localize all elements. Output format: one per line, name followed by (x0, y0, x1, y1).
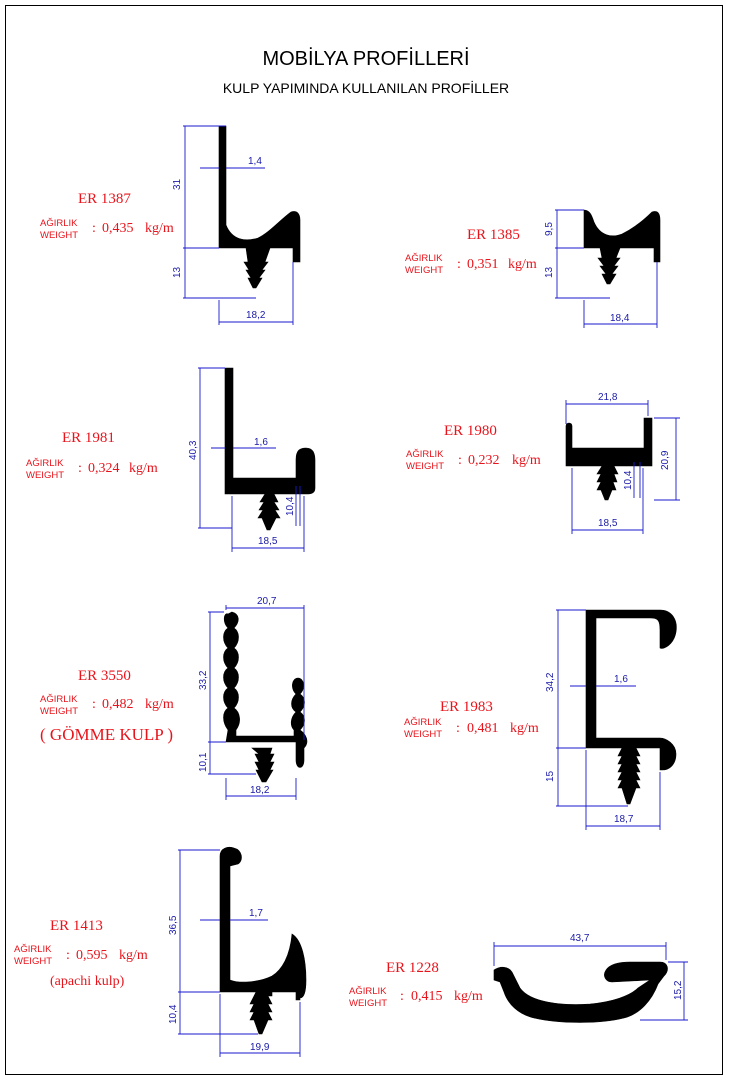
weight-label-tr: AĞIRLIK (26, 458, 64, 469)
profile-er1387: ER 1387 AĞIRLIK WEIGHT : 0,435 kg/m 31 1… (40, 125, 301, 325)
weight-colon: : (458, 453, 462, 468)
weight-colon: : (92, 221, 96, 236)
dim-height: 31 (172, 178, 183, 190)
dim-stem: 10,1 (198, 752, 209, 772)
profile-er1413: ER 1413 AĞIRLIK WEIGHT : 0,595 kg/m (apa… (14, 846, 307, 1057)
weight-unit: kg/m (454, 989, 483, 1004)
profile-er1228: ER 1228 AĞIRLIK WEIGHT : 0,415 kg/m 43,7… (349, 933, 688, 1023)
dim-stem: 13 (544, 266, 555, 278)
weight-label-en: WEIGHT (14, 956, 52, 967)
profile-shape (585, 609, 677, 805)
dim-width: 18,2 (250, 785, 270, 796)
dim-stem: 10,4 (623, 470, 634, 490)
dim-height: 20,9 (660, 450, 671, 470)
dim-stem: 10,4 (285, 496, 296, 516)
weight-label-en: WEIGHT (404, 729, 442, 740)
weight-label-en: WEIGHT (405, 265, 443, 276)
dim-height: 36,5 (168, 915, 179, 935)
weight-colon: : (400, 989, 404, 1004)
weight-label-en: WEIGHT (406, 461, 444, 472)
profile-code: ER 1387 (78, 191, 131, 207)
weight-label-en: WEIGHT (26, 470, 64, 481)
dim-top: 9,5 (544, 222, 555, 236)
weight-unit: kg/m (508, 257, 537, 272)
weight-label-en: WEIGHT (349, 998, 387, 1009)
weight-label-en: WEIGHT (40, 230, 78, 241)
profile-code: ER 1385 (467, 227, 520, 243)
dim-width-top: 21,8 (598, 392, 618, 403)
dim-width: 18,5 (258, 536, 278, 547)
profile-er3550: ER 3550 AĞIRLIK WEIGHT : 0,482 kg/m ( GÖ… (40, 596, 308, 800)
dim-width: 43,7 (570, 933, 590, 944)
weight-label-tr: AĞIRLIK (14, 944, 52, 955)
weight-value: 0,435 (102, 221, 134, 236)
dim-width-top: 20,7 (257, 596, 277, 607)
dim-height: 40,3 (188, 440, 199, 460)
weight-label-tr: AĞIRLIK (40, 218, 78, 229)
weight-label-tr: AĞIRLIK (404, 717, 442, 728)
weight-unit: kg/m (512, 453, 541, 468)
dim-width: 18,2 (246, 310, 266, 321)
profile-code: ER 1980 (444, 423, 497, 439)
dim-stem: 15 (545, 770, 556, 782)
weight-colon: : (456, 721, 460, 736)
drawing-frame (5, 5, 723, 1075)
weight-unit: kg/m (129, 461, 158, 476)
weight-label-tr: AĞIRLIK (349, 986, 387, 997)
weight-value: 0,482 (102, 697, 134, 712)
weight-label-tr: AĞIRLIK (406, 449, 444, 460)
profile-shape (493, 961, 668, 1023)
weight-label-tr: AĞIRLIK (405, 253, 443, 264)
weight-label-en: WEIGHT (40, 706, 78, 717)
profile-note: ( GÖMME KULP ) (40, 725, 173, 744)
profile-shape (583, 209, 661, 285)
profile-shape (223, 611, 308, 783)
weight-unit: kg/m (145, 221, 174, 236)
dim-width: 19,9 (250, 1042, 270, 1053)
weight-value: 0,232 (468, 453, 500, 468)
profile-code: ER 3550 (78, 668, 131, 684)
profile-shape (224, 367, 316, 531)
dim-width: 18,4 (610, 313, 630, 324)
weight-colon: : (92, 697, 96, 712)
weight-value: 0,415 (411, 989, 443, 1004)
weight-colon: : (78, 461, 82, 476)
profile-code: ER 1983 (440, 699, 493, 715)
dim-thickness: 1,6 (614, 674, 628, 685)
dim-thickness: 1,4 (248, 156, 262, 167)
profile-code: ER 1413 (50, 918, 103, 934)
page-subtitle: KULP YAPIMINDA KULLANILAN PROFİLLER (222, 80, 510, 96)
weight-colon: : (457, 257, 461, 272)
weight-label-tr: AĞIRLIK (40, 694, 78, 705)
profile-er1981: ER 1981 AĞIRLIK WEIGHT : 0,324 kg/m 40,3… (26, 367, 316, 552)
weight-unit: kg/m (119, 948, 148, 963)
weight-value: 0,324 (88, 461, 120, 476)
dim-height: 33,2 (198, 670, 209, 690)
profile-shape (218, 125, 301, 289)
weight-value: 0,351 (467, 257, 499, 272)
weight-unit: kg/m (145, 697, 174, 712)
profile-code: ER 1228 (386, 960, 439, 976)
dim-height: 15,2 (673, 980, 684, 1000)
weight-unit: kg/m (510, 721, 539, 736)
profile-note: (apachi kulp) (50, 974, 125, 989)
dim-stem: 10,4 (168, 1004, 179, 1024)
profile-shape (219, 846, 307, 1035)
weight-value: 0,481 (467, 721, 499, 736)
profile-er1983: ER 1983 AĞIRLIK WEIGHT : 0,481 kg/m 34,2… (404, 609, 677, 830)
dim-width: 18,5 (598, 518, 618, 529)
profile-er1385: ER 1385 AĞIRLIK WEIGHT : 0,351 kg/m 9,5 … (405, 209, 661, 328)
page-title: MOBİLYA PROFİLLERİ (262, 48, 470, 70)
dim-height: 34,2 (545, 672, 556, 692)
weight-value: 0,595 (76, 948, 108, 963)
dim-thickness: 1,6 (254, 437, 268, 448)
profile-shape (565, 417, 653, 501)
profile-code: ER 1981 (62, 430, 115, 446)
dim-thickness: 1,7 (249, 908, 263, 919)
dim-width: 18,7 (614, 814, 634, 825)
weight-colon: : (66, 948, 70, 963)
dim-stem: 13 (172, 266, 183, 278)
profile-er1980: ER 1980 AĞIRLIK WEIGHT : 0,232 kg/m 21,8… (406, 392, 680, 534)
